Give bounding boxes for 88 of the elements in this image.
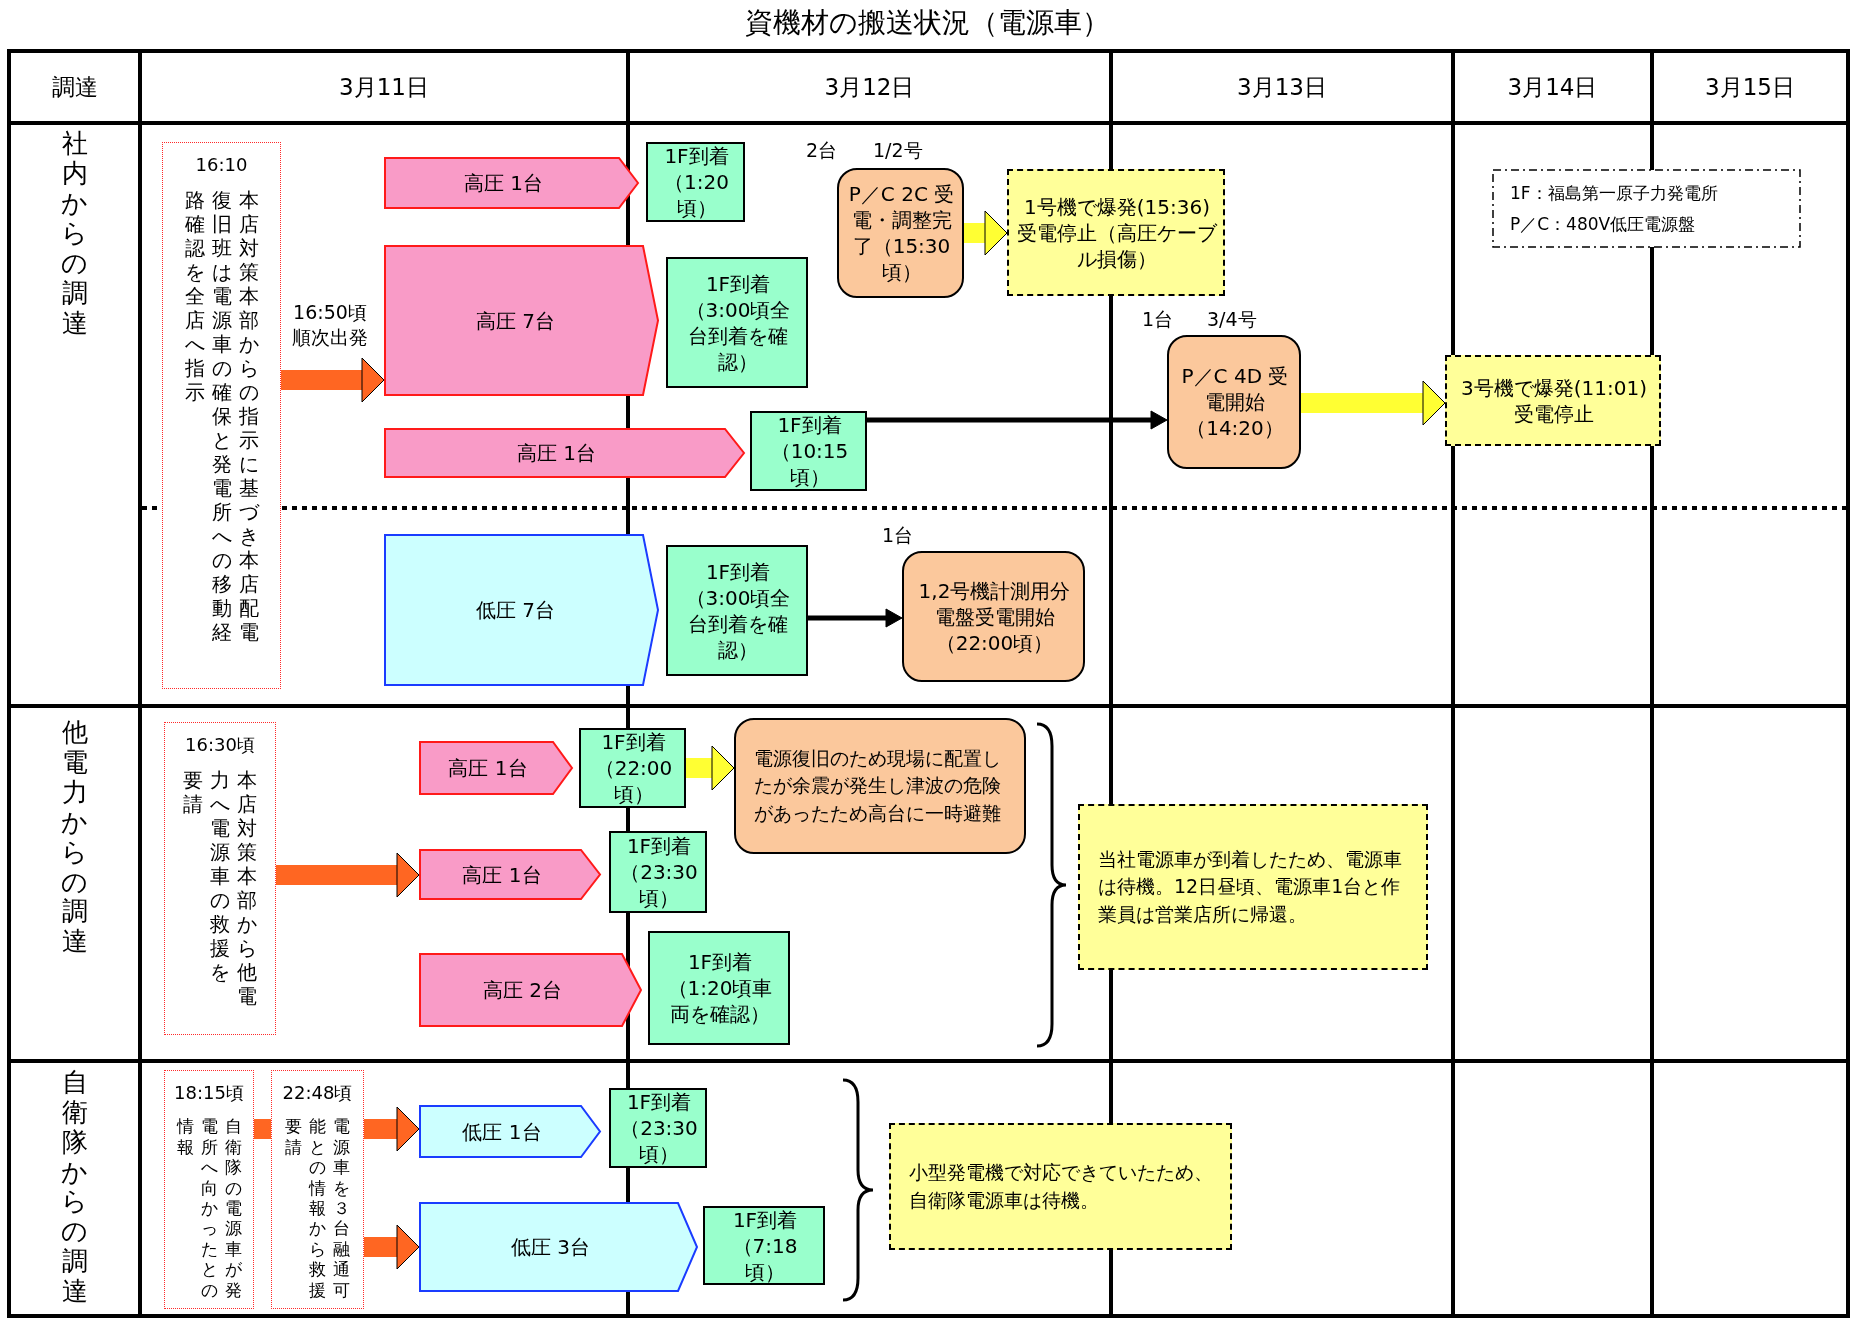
vehicle-tag: [419, 1105, 601, 1158]
arrival-box: [579, 728, 686, 808]
vehicle-tag: [419, 849, 601, 900]
block-arrow: [364, 1106, 420, 1152]
arrival-text: 1F到着（7:18頃）: [731, 1206, 799, 1285]
unit-label: 1台: [1142, 307, 1174, 332]
arrival-text: 1F到着（3:00頃全台到着を確認）: [684, 270, 792, 375]
unit-label: 2台: [806, 138, 838, 163]
unit-label: 1/2号: [873, 138, 923, 163]
column-header: 3月15日: [1705, 72, 1795, 102]
time-label: 22:48頃: [282, 1081, 353, 1105]
event-text: 電源復旧のため現場に配置したが余震が発生し津波の危険があったため高台に一時避難: [754, 745, 1002, 826]
instruction-box: [162, 142, 281, 689]
column-header: 3月11日: [339, 72, 429, 102]
unit-label: 1台: [882, 523, 914, 548]
block-arrow: [686, 745, 735, 791]
note-box: [1078, 804, 1428, 970]
note-box: [1445, 355, 1661, 446]
event-text: P／C 2C 受電・調整完了（15:30頃）: [847, 181, 956, 285]
information-box: [164, 1070, 254, 1309]
arrival-box: [703, 1206, 825, 1285]
time-label: 18:15頃: [174, 1081, 244, 1105]
row-header: 他電力からの調達: [60, 718, 89, 959]
key-text: P／C：480V低圧電源盤: [1510, 212, 1696, 236]
note-text: 3号機で爆発(11:01)受電停止: [1460, 374, 1648, 427]
note-text: 小型発電機で対応できていたため、自衛隊電源車は待機。: [909, 1159, 1214, 1213]
title: 資機材の搬送状況（電源車）: [743, 5, 1111, 41]
block-arrow: [281, 357, 385, 403]
arrival-text: 1F到着（1:20頃）: [663, 143, 730, 221]
note-box: [889, 1123, 1232, 1250]
arrival-box: [648, 931, 790, 1045]
arrival-box: [609, 831, 707, 913]
arrival-text: 1F到着（22:00頃）: [593, 729, 674, 807]
arrival-text: 1F到着（10:15頃）: [769, 412, 850, 490]
arrival-text: 1F到着（1:20頃車両を確認）: [666, 949, 774, 1027]
arrow: [867, 410, 1168, 430]
arrival-box: [666, 257, 808, 388]
column-header: 3月13日: [1237, 72, 1327, 102]
arrival-box: [666, 545, 808, 676]
column-header: 調達: [51, 72, 98, 102]
instruction-text: 本店対策本部からの指示に基づき本店配電復旧班は電源車の確保と発電所への移動経路確認を全店へ指示: [183, 188, 260, 647]
vehicle-label: 低圧 3台: [510, 1234, 591, 1260]
information-text: 自衛隊の電源車が発電所へ向かったとの情報: [175, 1116, 243, 1302]
event-box: [734, 718, 1026, 854]
request-box: [271, 1070, 364, 1309]
arrival-text: 1F到着（23:30頃）: [619, 833, 699, 911]
time-label: 16:10: [195, 153, 248, 177]
vehicle-label: 高圧 2台: [482, 977, 563, 1003]
arrival-text: 1F到着（23:30頃）: [619, 1089, 699, 1167]
vehicle-tag: [384, 534, 659, 686]
arrow: [808, 608, 903, 628]
vehicle-label: 高圧 1台: [448, 755, 528, 781]
column-header: 3月12日: [824, 72, 915, 102]
key-text: 1F：福島第一原子力発電所: [1510, 181, 1718, 205]
arrival-box: [646, 142, 745, 222]
vehicle-tag: [419, 741, 573, 795]
block-arrow: [276, 852, 420, 898]
unit-label: 3/4号: [1207, 307, 1257, 332]
vehicle-tag: [384, 428, 745, 478]
row-header: 自衛隊からの調達: [60, 1067, 89, 1309]
instruction-text: 本店対策本部から他電力へ電源車の救援を要請: [182, 768, 258, 1011]
block-arrow: [364, 1224, 420, 1270]
note-text: 当社電源車が到着したため、電源車は待機。12日昼頃、電源車1台と作業員は営業店所に帰還。: [1098, 846, 1403, 927]
note-text: 1号機で爆発(15:36)受電停止（高圧ケーブル損傷）: [1017, 193, 1217, 272]
column-header: 3月14日: [1507, 72, 1598, 102]
block-arrow: [964, 210, 1008, 256]
event-text: P／C 4D 受電開始（14:20）: [1180, 363, 1290, 441]
arrival-text: 1F到着（3:00頃全台到着を確認）: [684, 558, 792, 663]
event-text: 1,2号機計測用分電盤受電開始（22:00頃）: [917, 577, 1072, 656]
arrival-box: [750, 411, 867, 491]
vehicle-tag: [384, 245, 659, 396]
block-arrow: [1301, 380, 1446, 426]
vehicle-tag: [419, 953, 642, 1027]
row-header: 社内からの調達: [60, 129, 89, 340]
vehicle-label: 高圧 7台: [475, 307, 556, 334]
key-box: [1492, 169, 1801, 248]
arrival-box: [609, 1088, 707, 1168]
time-label: 16:30頃: [185, 733, 255, 757]
vehicle-label: 低圧 1台: [462, 1118, 542, 1145]
instruction-box: [164, 722, 276, 1035]
vehicle-label: 高圧 1台: [463, 170, 544, 196]
vehicle-label: 高圧 1台: [516, 440, 597, 466]
vehicle-tag: [384, 157, 639, 209]
vehicle-label: 高圧 1台: [462, 861, 542, 888]
request-text: 電源車を３台融通可能との情報から救援要請: [284, 1116, 351, 1302]
note-box: [1007, 169, 1225, 296]
vehicle-label: 低圧 7台: [475, 597, 556, 623]
vehicle-tag: [419, 1202, 698, 1292]
